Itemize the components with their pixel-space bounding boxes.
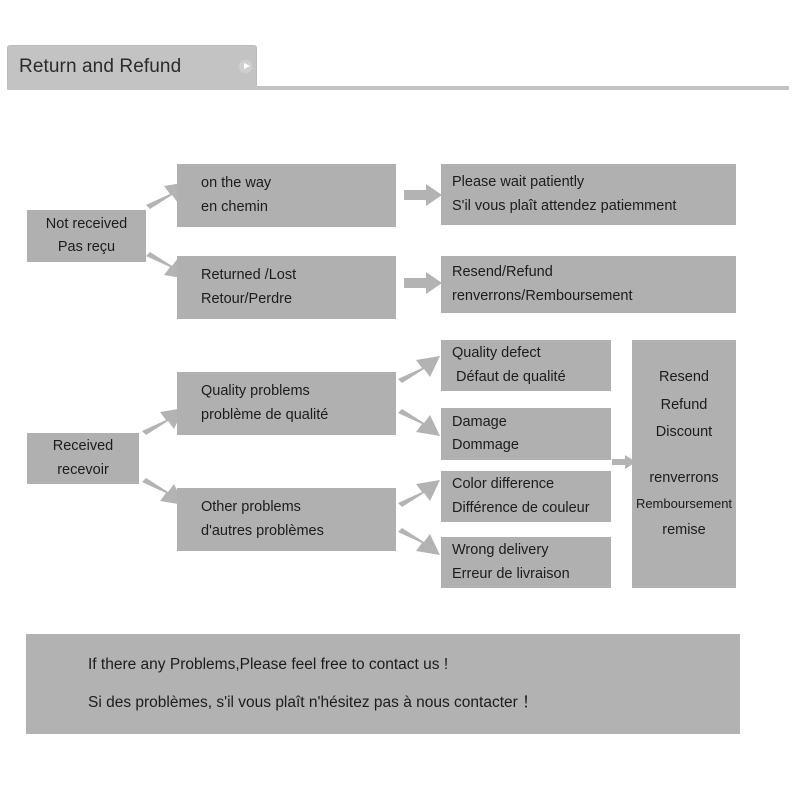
node-damage-en: Damage <box>452 413 507 430</box>
arrow-received-to-other-problems <box>140 478 186 510</box>
arrow-other-to-color-difference <box>396 476 442 508</box>
node-please-wait: Please wait patiently S'il vous plaît at… <box>441 164 736 225</box>
node-resolution-en-1: Resend <box>659 369 709 385</box>
node-please-wait-en: Please wait patiently <box>452 174 585 191</box>
node-quality-defect-fr: Défaut de qualité <box>456 368 566 385</box>
node-resolution-en-2: Refund <box>660 396 708 413</box>
page-title: Return and Refund <box>19 55 182 77</box>
node-wrong-delivery-en: Wrong delivery <box>452 542 549 559</box>
node-quality-defect: Quality defect Défaut de qualité <box>441 340 611 391</box>
header-divider <box>7 86 789 90</box>
node-resend-refund: Resend/Refund renverrons/Remboursement <box>441 256 736 313</box>
node-on-the-way-en: on the way <box>201 175 272 192</box>
node-resend-refund-en: Resend/Refund <box>452 264 553 281</box>
node-quality-problems-en: Quality problems <box>201 383 310 400</box>
node-resolution-en-3: Discount <box>655 424 713 441</box>
arrow-problems-to-resolution <box>612 455 636 469</box>
node-wrong-delivery: Wrong delivery Erreur de livraison <box>441 537 611 588</box>
node-other-problems-fr: d'autres problèmes <box>201 522 324 539</box>
node-other-problems-en: Other problems <box>201 499 301 516</box>
node-resolution: Resend Refund Discount renverrons Rembou… <box>632 340 736 588</box>
contact-banner: If there any Problems,Please feel free t… <box>26 634 740 734</box>
node-color-difference-fr: Différence de couleur <box>452 499 590 516</box>
contact-banner-fr: Si des problèmes, s'il vous plaît n'hési… <box>88 694 538 711</box>
arrow-received-to-quality-problems <box>140 404 186 436</box>
node-other-problems: Other problems d'autres problèmes <box>177 488 396 551</box>
node-received: Received recevoir <box>27 433 139 484</box>
arrow-other-to-wrong-delivery <box>396 528 442 560</box>
node-wrong-delivery-fr: Erreur de livraison <box>452 565 570 582</box>
node-quality-defect-en: Quality defect <box>452 345 541 362</box>
node-color-difference: Color difference Différence de couleur <box>441 471 611 522</box>
node-please-wait-fr: S'il vous plaît attendez patiemment <box>452 197 677 214</box>
node-not-received-fr: Pas reçu <box>57 239 116 255</box>
node-returned-lost-en: Returned /Lost <box>201 267 297 284</box>
node-resolution-fr-2: Remboursement <box>635 496 733 512</box>
arrow-returned-lost-to-resend-refund <box>404 272 442 294</box>
contact-banner-en: If there any Problems,Please feel free t… <box>88 656 449 674</box>
node-resolution-fr-3: remise <box>662 521 706 538</box>
node-on-the-way-fr: en chemin <box>201 198 268 215</box>
node-received-en: Received <box>52 438 114 455</box>
arrow-quality-to-quality-defect <box>396 352 442 384</box>
node-received-fr: recevoir <box>57 461 109 478</box>
node-resolution-fr-1: renverrons <box>649 469 719 486</box>
arrow-on-the-way-to-please-wait <box>404 184 442 206</box>
node-quality-problems: Quality problems problème de qualité <box>177 372 396 435</box>
node-color-difference-en: Color difference <box>452 476 555 493</box>
node-damage: Damage Dommage <box>441 408 611 460</box>
node-returned-lost-fr: Retour/Perdre <box>201 290 293 307</box>
arrow-quality-to-damage <box>396 409 442 441</box>
node-not-received-en: Not received <box>45 215 128 232</box>
node-quality-problems-fr: problème de qualité <box>201 406 329 423</box>
header-tab[interactable]: Return and Refund <box>7 45 257 87</box>
node-on-the-way: on the way en chemin <box>177 164 396 227</box>
node-returned-lost: Returned /Lost Retour/Perdre <box>177 256 396 319</box>
node-resend-refund-fr: renverrons/Remboursement <box>452 287 633 304</box>
node-damage-fr: Dommage <box>452 437 519 453</box>
play-circle-icon[interactable] <box>238 59 253 74</box>
node-not-received: Not received Pas reçu <box>27 210 146 262</box>
